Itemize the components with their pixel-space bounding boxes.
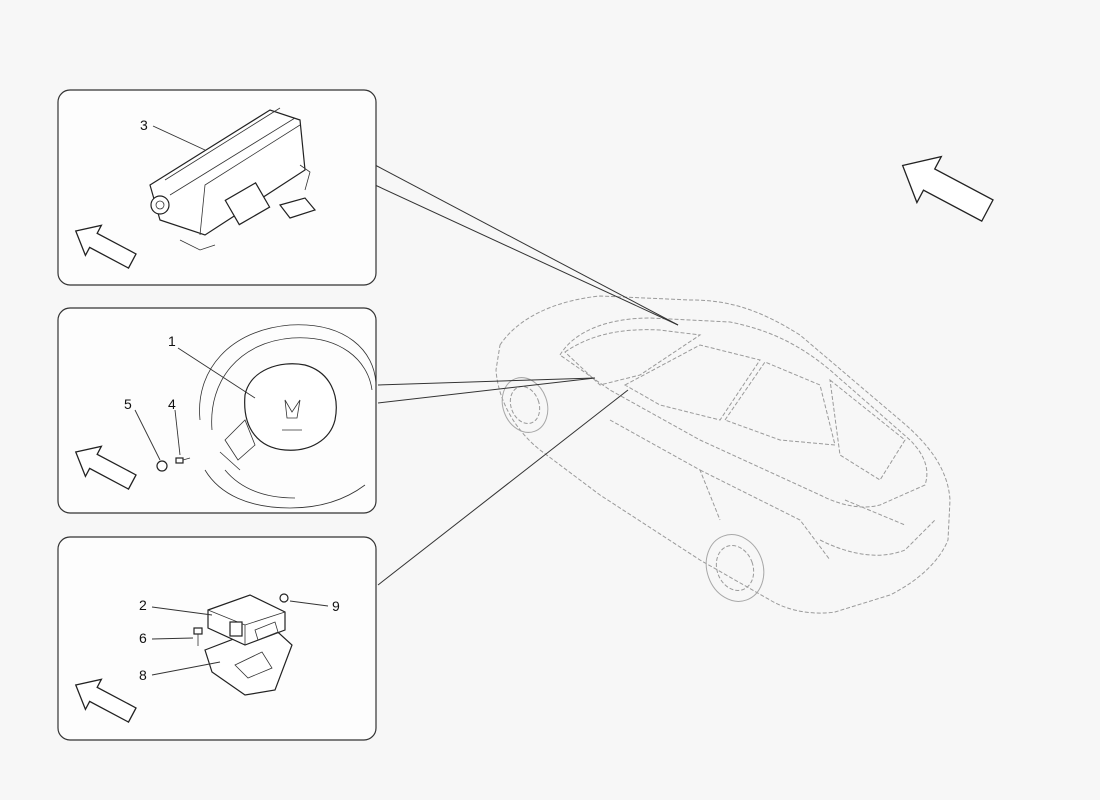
nut-part-9 bbox=[279, 593, 289, 603]
callout-4: 4 bbox=[168, 396, 176, 412]
callout-9: 9 bbox=[332, 598, 340, 614]
callout-6: 6 bbox=[139, 630, 147, 646]
callout-3: 3 bbox=[140, 117, 148, 133]
cap-part-5 bbox=[156, 460, 168, 472]
control-unit-part-2 bbox=[207, 594, 286, 646]
callout-1: 1 bbox=[168, 333, 176, 349]
screw-part-4 bbox=[175, 457, 191, 464]
passenger-airbag-module bbox=[149, 107, 317, 251]
steering-wheel bbox=[199, 324, 377, 509]
direction-arrow-icon bbox=[901, 155, 994, 223]
car-outline-icon bbox=[495, 295, 951, 614]
direction-arrow-icon bbox=[74, 678, 137, 723]
screw-part-6 bbox=[193, 627, 203, 646]
panel-leader-lines bbox=[374, 164, 679, 586]
panel-control-unit: 2 6 8 9 bbox=[57, 536, 377, 741]
direction-arrow-icon bbox=[74, 445, 137, 490]
panel-steering-wheel-airbag: 1 5 4 bbox=[57, 307, 377, 514]
panel-passenger-airbag: 3 bbox=[57, 89, 377, 286]
callout-5: 5 bbox=[124, 396, 132, 412]
direction-arrow-icon bbox=[74, 224, 137, 269]
callout-2: 2 bbox=[139, 597, 147, 613]
callout-8: 8 bbox=[139, 667, 147, 683]
